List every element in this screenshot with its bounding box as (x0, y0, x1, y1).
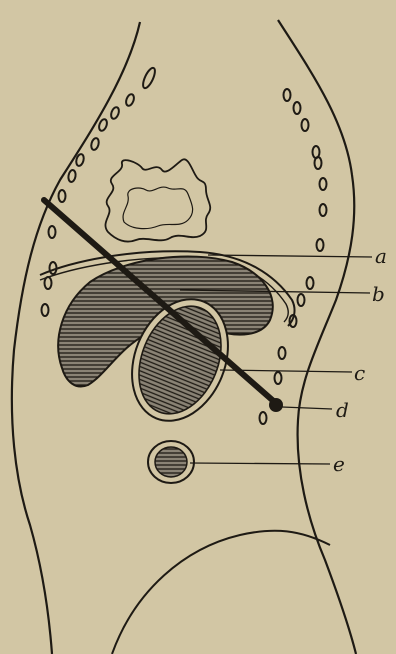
label-d: d (336, 398, 349, 422)
irregular-tissue-inner (123, 187, 193, 229)
label-a: a (375, 244, 387, 268)
inner-cavity-curve (112, 531, 330, 654)
label-e: e (333, 452, 345, 476)
probe-tip-point-d (269, 398, 283, 412)
body-outline-right (278, 20, 356, 654)
organ-e (155, 447, 187, 477)
label-b: b (372, 282, 385, 306)
label-c: c (354, 361, 365, 385)
irregular-tissue-outline (105, 159, 210, 241)
